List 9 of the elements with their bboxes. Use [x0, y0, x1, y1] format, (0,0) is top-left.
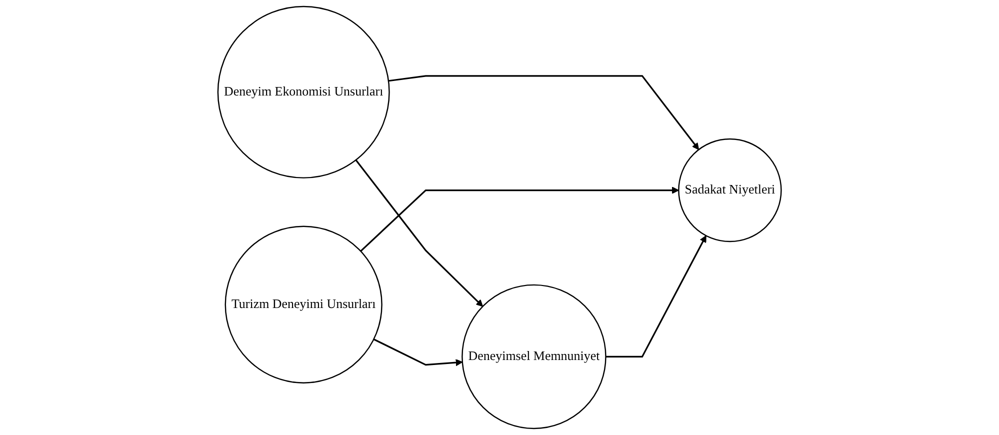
arrow: [360, 186, 679, 252]
node-circle: Deneyim Ekonomisi Unsurları: [217, 6, 390, 178]
node-circle: Turizm Deneyimi Unsurları: [224, 226, 382, 384]
arrow: [606, 235, 706, 358]
arrow: [373, 338, 463, 366]
node-circle: Sadakat Niyetleri: [678, 138, 782, 242]
node-circle: Deneyimsel Memnuniyet: [462, 284, 606, 430]
arrow: [388, 75, 699, 150]
arrow: [355, 159, 483, 307]
